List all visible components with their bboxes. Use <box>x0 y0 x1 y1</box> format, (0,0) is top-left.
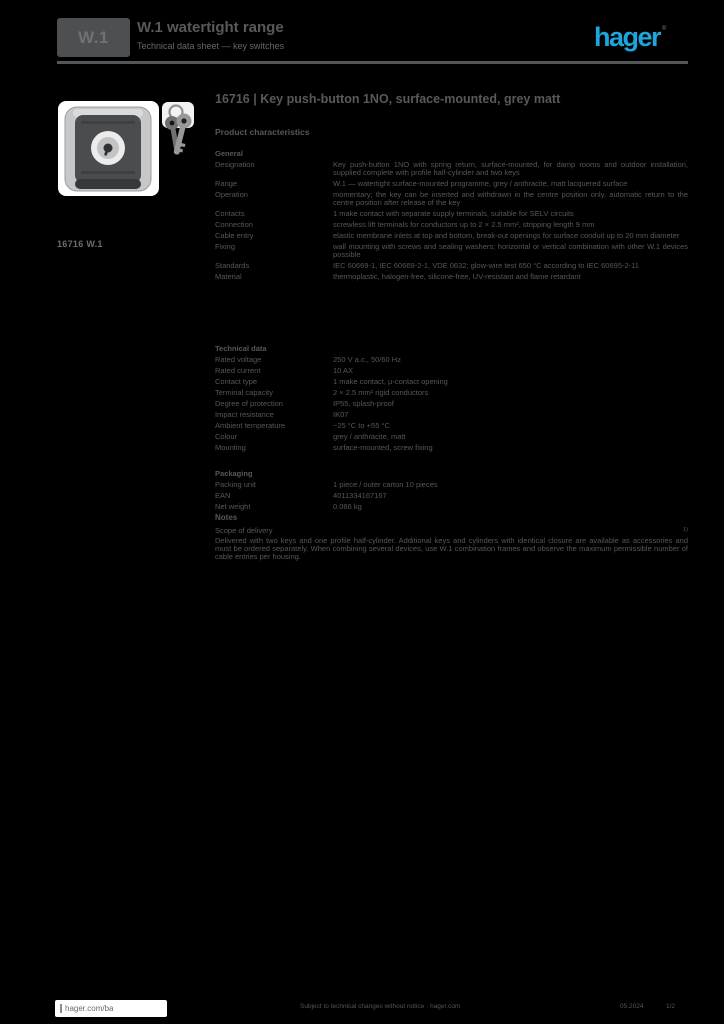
row-value: 1 piece / outer carton 10 pieces <box>333 480 438 489</box>
row-label: Material <box>215 272 242 281</box>
table-subhead: Technical data <box>215 344 267 353</box>
spacer <box>333 470 688 478</box>
footer-page-number: 1/2 <box>666 1003 676 1010</box>
row-value: surface-mounted, screw fixing <box>333 443 433 452</box>
header-rule <box>57 61 688 64</box>
spacer <box>333 150 688 158</box>
row-value: IP55, splash-proof <box>333 399 394 408</box>
technical-data-table: Technical data Rated voltage 250 V a.c.,… <box>215 345 688 452</box>
row-label: Range <box>215 179 238 188</box>
row-value: grey / anthracite, matt <box>333 432 406 441</box>
product-reference-caption: 16716 W.1 <box>57 239 103 249</box>
row-label: Net weight <box>215 502 251 511</box>
footer-url: hager.com/ba <box>65 1004 114 1013</box>
table-subhead: Packaging <box>215 469 253 478</box>
section-heading-characteristics: Product characteristics <box>215 127 310 137</box>
row-label: Packing unit <box>215 480 256 489</box>
row-value: 1 make contact, µ-contact opening <box>333 377 448 386</box>
keys-icon <box>162 102 194 155</box>
row-value: W.1 — watertight surface-mounted program… <box>333 179 628 188</box>
hager-mark-icon <box>60 1004 62 1013</box>
row-value: elastic membrane inlets at top and botto… <box>333 231 680 240</box>
row-value: thermoplastic, halogen-free, silicone-fr… <box>333 272 581 281</box>
notes-scope-row: Scope of delivery 1) <box>215 527 688 535</box>
row-label: Fixing <box>215 242 236 251</box>
row-label: Rated current <box>215 366 261 375</box>
row-label: EAN <box>215 491 231 500</box>
row-label: Operation <box>215 190 248 199</box>
notes-body: Delivered with two keys and one profile … <box>215 536 688 561</box>
footer-date: 05.2024 <box>620 1003 644 1010</box>
row-label: Impact resistance <box>215 410 274 419</box>
header-title: W.1 watertight range <box>137 19 284 36</box>
table-subhead: General <box>215 149 243 158</box>
row-label: Designation <box>215 160 255 169</box>
row-label: Mounting <box>215 443 246 452</box>
footer-url-box: hager.com/ba <box>55 1000 167 1017</box>
row-label: Colour <box>215 432 238 441</box>
footer-disclaimer: Subject to technical changes without not… <box>300 1003 461 1010</box>
row-label: Degree of protection <box>215 399 283 408</box>
row-value: 4011334167167 <box>333 491 387 500</box>
hager-logo: hager ® <box>594 22 667 52</box>
footnote-mark: 1) <box>683 527 688 533</box>
header-subtitle: Technical data sheet — key switches <box>137 41 285 51</box>
row-label: Standards <box>215 261 250 270</box>
hager-wordmark: hager <box>594 22 662 52</box>
notes-scope-label: Scope of delivery <box>215 526 273 535</box>
notes-section: Notes Scope of delivery 1) Delivered wit… <box>215 513 688 561</box>
registered-mark: ® <box>662 26 667 32</box>
product-photo <box>57 98 207 200</box>
row-value: 2 × 2.5 mm² rigid conductors <box>333 388 429 397</box>
row-label: Contact type <box>215 377 258 386</box>
row-value: screwless lift terminals for conductors … <box>333 220 595 229</box>
row-value: IK07 <box>333 410 349 419</box>
row-value: −25 °C to +55 °C <box>333 421 390 430</box>
row-label: Ambient temperature <box>215 421 286 430</box>
row-value: 250 V a.c., 50/60 Hz <box>333 355 401 364</box>
row-label: Terminal capacity <box>215 388 273 397</box>
row-value: IEC 60669-1, IEC 60669-2-1, VDE 0632; gl… <box>333 261 639 270</box>
family-badge: W.1 <box>57 18 130 57</box>
spacer <box>333 345 688 353</box>
row-label: Rated voltage <box>215 355 262 364</box>
row-value: Key push-button 1NO with spring return, … <box>333 160 688 177</box>
product-title: 16716 | Key push-button 1NO, surface-mou… <box>215 92 561 106</box>
row-label: Cable entry <box>215 231 254 240</box>
characteristics-table: General Designation Key push-button 1NO … <box>215 150 688 281</box>
key-switch-icon <box>64 106 152 192</box>
row-value: 10 AX <box>333 366 354 375</box>
row-value: 0.086 kg <box>333 502 362 511</box>
notes-heading: Notes <box>215 513 238 522</box>
packaging-table: Packaging Packing unit 1 piece / outer c… <box>215 470 688 511</box>
row-label: Connection <box>215 220 253 229</box>
row-value: wall mounting with screws and sealing wa… <box>333 242 688 259</box>
row-value: momentary; the key can be inserted and w… <box>333 190 688 207</box>
row-label: Contacts <box>215 209 245 218</box>
row-value: 1 make contact with separate supply term… <box>333 209 574 218</box>
